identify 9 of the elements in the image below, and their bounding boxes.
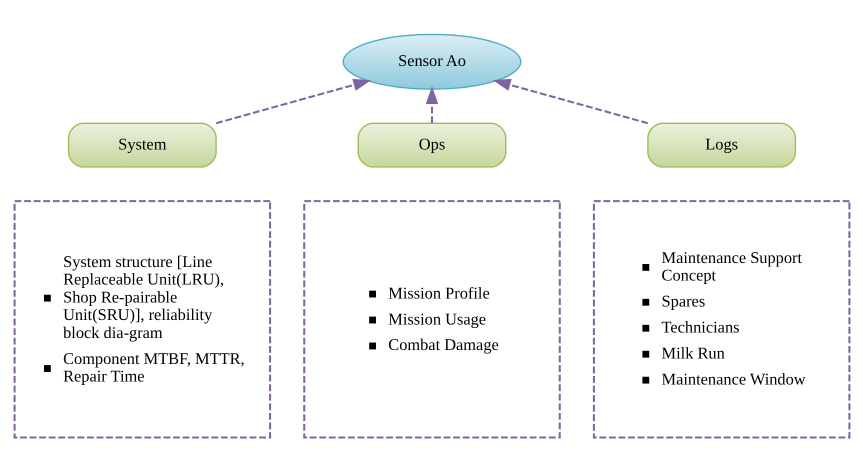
arrow [215,78,371,124]
node-box: Ops [357,122,506,168]
node-box: Maintenance Support Concept Spares Technicians Milk Run Maintenance Window [592,200,850,439]
node-box: Mission Profile Mission Usage Combat Damage [302,200,560,439]
node-box: System [67,122,216,168]
node-box: System structure [Line Replaceable Unit(LRU), Shop Re-pairable Unit(SRU)], reliability block dia-gram Component MTBF, MTTR, Repair Time [13,200,271,439]
node-box: Logs [646,122,796,168]
arrow [425,86,438,124]
arrow [492,78,648,124]
